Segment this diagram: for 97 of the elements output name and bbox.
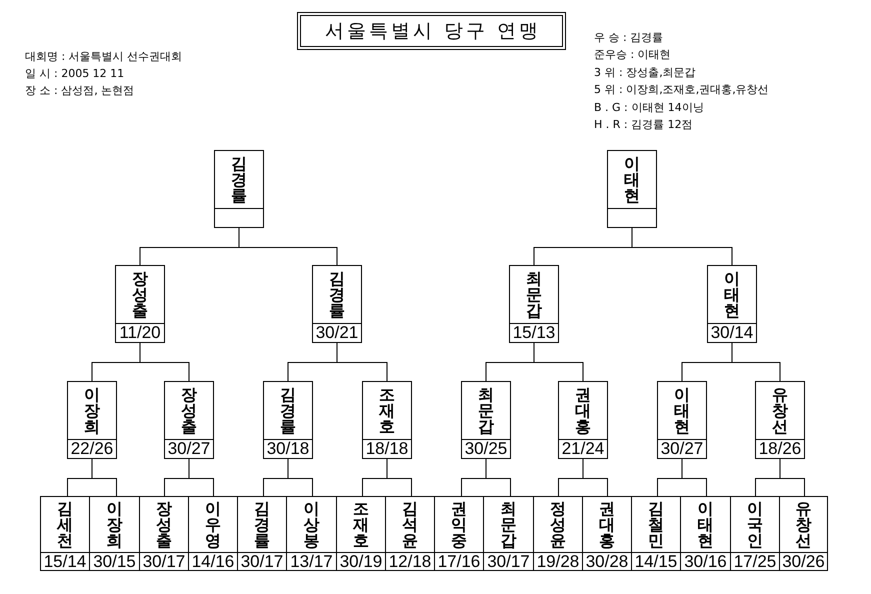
player-name: 김석윤 [401, 501, 419, 549]
player-box [139, 496, 189, 571]
result-text: 우 승 : 김경률 [594, 31, 664, 45]
diagram-title: 서울특별시 당구 연맹 [297, 12, 566, 50]
player-box [680, 496, 731, 571]
bracket-line [140, 342, 190, 382]
info-text: 대회명 : 서울특별시 선수권대회 [25, 50, 182, 64]
player-box [40, 496, 90, 571]
player-name: 이장희 [83, 387, 101, 435]
player-name: 유창선 [771, 387, 789, 435]
player-box [707, 265, 757, 343]
bracket-line [582, 458, 608, 496]
player-name: 이태현 [723, 271, 741, 319]
player-box [164, 381, 214, 459]
player-box [214, 150, 264, 228]
player-name: 최문갑 [500, 501, 518, 549]
player-name: 조재호 [352, 501, 370, 549]
result-text: 3 위 : 장성출,최문갑 [594, 66, 696, 80]
info-text: 일 시 : 2005 12 11 [25, 67, 124, 81]
player-name: 장성출 [180, 387, 198, 435]
player-name: 최문갑 [525, 271, 543, 319]
player-box [461, 381, 511, 459]
bracket-line [336, 342, 388, 382]
player-box [434, 496, 484, 571]
result-text: B . G : 이태현 14이닝 [594, 101, 704, 115]
player-box [336, 496, 386, 571]
match-score: 30/18 [264, 439, 312, 458]
player-name: 정성윤 [549, 501, 567, 549]
match-score: 30/27 [658, 439, 706, 458]
player-box [657, 381, 707, 459]
player-box [263, 381, 313, 459]
player-name: 김철민 [647, 501, 665, 549]
player-name: 권익중 [450, 501, 468, 549]
player-name: 이태현 [673, 387, 691, 435]
player-name: 유창선 [794, 501, 812, 549]
match-score: 18/18 [363, 439, 411, 458]
player-box [237, 496, 287, 571]
player-name: 이장희 [106, 501, 124, 549]
player-name: 이국인 [746, 501, 764, 549]
player-box [312, 265, 362, 343]
match-score: 22/26 [68, 439, 116, 458]
bracket-line [682, 458, 707, 496]
player-name: 이우영 [204, 501, 222, 549]
player-name: 권대홍 [574, 387, 592, 435]
player-name: 김세천 [56, 501, 74, 549]
match-score: 18/26 [756, 439, 804, 458]
player-name: 김경률 [279, 387, 297, 435]
player-box [115, 265, 165, 343]
player-name: 최문갑 [477, 387, 495, 435]
player-box [188, 496, 238, 571]
player-name: 김경률 [230, 156, 248, 204]
player-name: 조재호 [378, 387, 396, 435]
player-name: 이태현 [696, 501, 714, 549]
match-score: 21/24 [559, 439, 607, 458]
bracket-line [486, 458, 511, 496]
bracket-line [188, 458, 214, 496]
player-box [89, 496, 140, 571]
result-text: H . R : 김경률 12점 [594, 118, 693, 132]
bracket-line [732, 342, 780, 382]
player-box [582, 496, 632, 571]
bracket-line [288, 458, 313, 496]
match-score: 15/13 [510, 323, 558, 342]
player-box [286, 496, 337, 571]
player-box [509, 265, 559, 343]
player-name: 김경률 [253, 501, 271, 549]
player-name: 장성출 [155, 501, 173, 549]
match-score: 30/21 [313, 323, 361, 342]
player-name: 장성출 [131, 271, 149, 319]
match-score: 30/14 [708, 323, 756, 342]
player-name: 이상봉 [302, 501, 320, 549]
info-text: 장 소 : 삼성점, 논현점 [25, 84, 134, 98]
player-box [730, 496, 780, 571]
player-box [67, 381, 117, 459]
bracket-line [534, 342, 584, 382]
player-box [607, 150, 657, 228]
result-text: 준우승 : 이태현 [594, 48, 671, 62]
player-box [631, 496, 681, 571]
player-name: 김경률 [328, 271, 346, 319]
player-name: 권대홍 [598, 501, 616, 549]
player-box [362, 381, 412, 459]
player-box [483, 496, 534, 571]
player-box [385, 496, 435, 571]
result-text: 5 위 : 이장희,조재호,권대홍,유창선 [594, 83, 769, 97]
player-box [755, 381, 805, 459]
match-score: 30/25 [462, 439, 510, 458]
bracket-line [238, 228, 338, 266]
player-name: 이태현 [623, 156, 641, 204]
bracket-line [92, 458, 117, 496]
player-box [558, 381, 608, 459]
player-box [779, 496, 828, 571]
bracket-line [386, 458, 412, 496]
bracket-line [632, 228, 732, 266]
match-score: 11/20 [116, 323, 164, 342]
match-score: 30/27 [165, 439, 213, 458]
bracket-line [780, 458, 805, 496]
match-score: 30/26 [780, 552, 827, 570]
player-box [533, 496, 583, 571]
